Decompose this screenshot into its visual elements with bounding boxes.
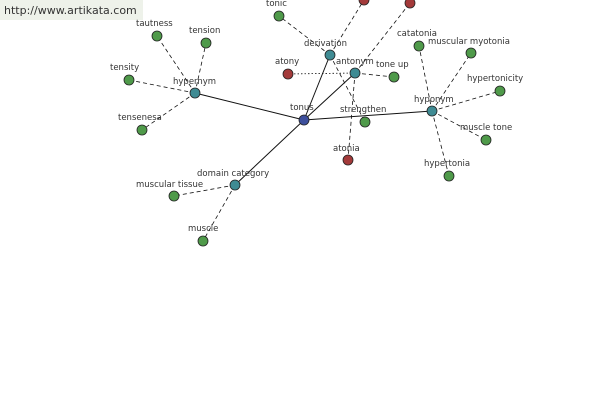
- label-tautness: tautness: [136, 19, 173, 29]
- node-atonia[interactable]: [342, 154, 354, 166]
- edge-derivation-top1: [329, 0, 365, 56]
- node-catatonia[interactable]: [413, 40, 425, 52]
- edge-hyponym-myotonia: [431, 52, 472, 112]
- edge-hyponym-hypertonicity: [431, 90, 501, 112]
- label-tension: tension: [189, 26, 220, 36]
- nodes: [123, 0, 506, 247]
- node-muscletone[interactable]: [480, 134, 492, 146]
- label-toneup: tone up: [376, 60, 409, 70]
- label-atonia: atonia: [333, 144, 360, 154]
- node-tensity[interactable]: [123, 74, 135, 86]
- edge-antonym-atony: [287, 72, 356, 75]
- label-strengthen: strengthen: [340, 105, 386, 115]
- label-tensity: tensity: [110, 63, 139, 73]
- edge-tonus-hyponym: [303, 110, 433, 121]
- watermark-url: http://www.artikata.com: [0, 0, 143, 20]
- label-hypertonia: hypertonia: [424, 159, 470, 169]
- edge-tonus-antonym: [303, 72, 356, 121]
- node-muscular_tissue[interactable]: [168, 190, 180, 202]
- node-tonus[interactable]: [298, 114, 310, 126]
- edge-antonym-atonia: [347, 72, 356, 161]
- labels: tonus hypernym derivation antonym hyponym dom…: [110, 0, 523, 234]
- edge-derivation-strengthen: [329, 54, 366, 123]
- label-muscular_tissue: muscular tissue: [136, 180, 203, 190]
- label-tonus: tonus: [290, 103, 314, 113]
- node-derivation[interactable]: [324, 49, 336, 61]
- node-hypertonicity[interactable]: [494, 85, 506, 97]
- edge-hyponym-muscletone: [431, 110, 487, 141]
- label-muscle: muscle: [188, 224, 218, 234]
- label-muscletone: muscle tone: [460, 123, 512, 133]
- label-domain: domain category: [197, 169, 269, 179]
- node-tautness[interactable]: [151, 30, 163, 42]
- label-tonic: tonic: [266, 0, 287, 9]
- node-domain[interactable]: [229, 179, 241, 191]
- node-antonym[interactable]: [349, 67, 361, 79]
- edge-antonym-toneup: [354, 72, 395, 78]
- label-hypernym: hypernym: [173, 77, 216, 87]
- node-tonic[interactable]: [273, 10, 285, 22]
- node-myotonia[interactable]: [465, 47, 477, 59]
- edge-domain-muscle: [202, 184, 236, 242]
- label-derivation: derivation: [304, 39, 347, 49]
- label-antonym: antonym: [336, 57, 374, 67]
- node-tenseness[interactable]: [136, 124, 148, 136]
- label-myotonia: muscular myotonia: [428, 37, 510, 47]
- node-hyponym[interactable]: [426, 105, 438, 117]
- node-tension[interactable]: [200, 37, 212, 49]
- node-strengthen[interactable]: [359, 116, 371, 128]
- label-hypertonicity: hypertonicity: [467, 74, 523, 84]
- edge-derivation-tonic: [278, 15, 331, 56]
- edge-hypernym-tensity: [128, 79, 196, 94]
- label-atony: atony: [275, 57, 299, 67]
- edge-hypernym-tenseness: [141, 92, 196, 131]
- node-hypernym[interactable]: [189, 87, 201, 99]
- edge-antonym-top2: [354, 2, 411, 74]
- label-tenseness: tensenesa: [118, 113, 162, 123]
- label-catatonia: catatonia: [397, 29, 437, 39]
- edge-tonus-derivation: [303, 54, 331, 121]
- edges: [128, 0, 501, 242]
- edge-tonus-hypernym: [194, 92, 305, 121]
- edge-hypernym-tension: [194, 42, 207, 94]
- node-atony[interactable]: [282, 68, 294, 80]
- node-toneup[interactable]: [388, 71, 400, 83]
- edge-domain-muscular_tissue: [173, 184, 236, 197]
- label-hyponym: hyponym: [414, 95, 454, 105]
- node-top2[interactable]: [404, 0, 416, 9]
- node-muscle[interactable]: [197, 235, 209, 247]
- node-top1[interactable]: [358, 0, 370, 6]
- node-hypertonia[interactable]: [443, 170, 455, 182]
- edge-tonus-domain: [234, 119, 305, 186]
- edge-hypernym-tautness: [156, 35, 196, 94]
